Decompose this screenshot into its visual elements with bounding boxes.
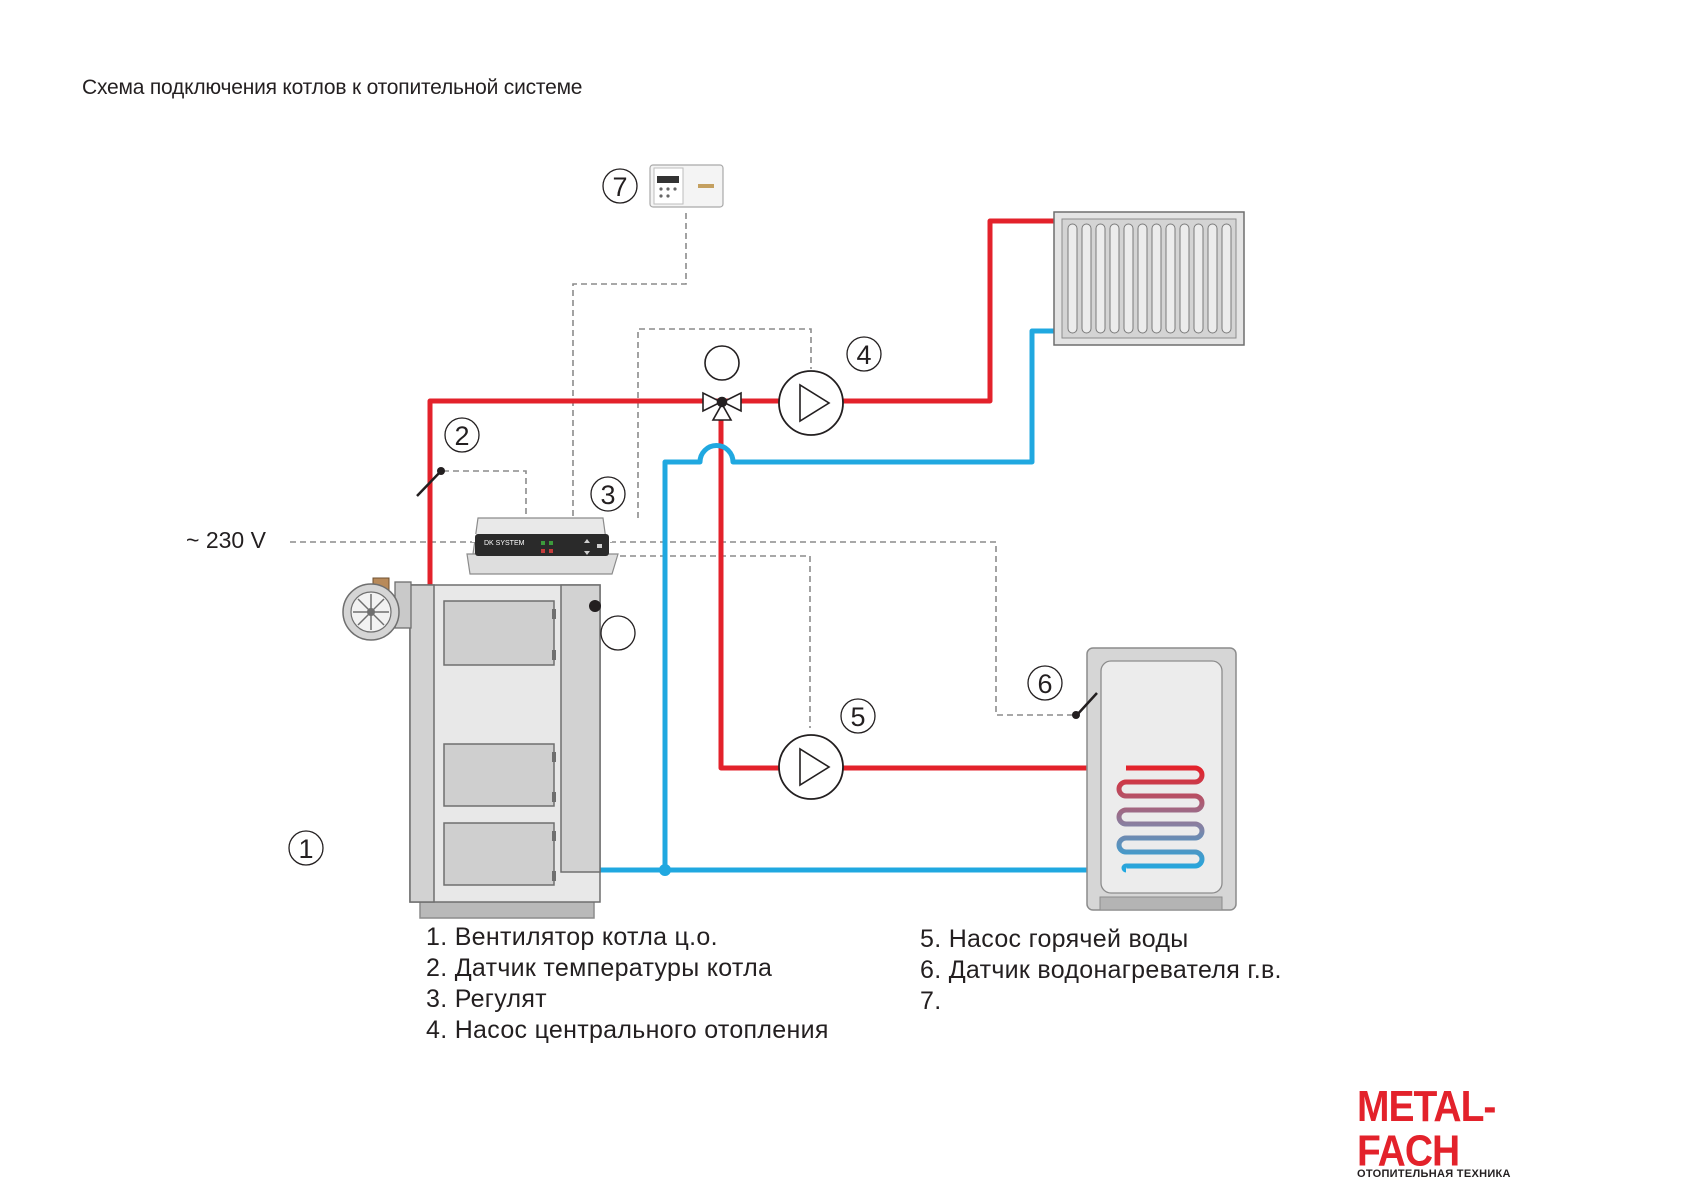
svg-text:4: 4 [856,340,871,370]
brand-logo: METAL-FACH ОТОПИТЕЛЬНАЯ ТЕХНИКА [1357,1082,1557,1180]
radiator [1053,211,1245,346]
boiler-door-middle [443,743,555,807]
legend-item-6: 6. Датчик водонагревателя г.в. [920,956,1282,984]
page-title: Схема подключения котлов к отопительной … [82,76,583,99]
thermostat-signal-line [572,213,687,518]
callout-5: 5 [840,698,876,734]
return-pipes [594,328,1136,873]
water-heater-tank [1086,647,1237,911]
callout-6: 6 [1027,665,1063,701]
fan-icon [342,577,412,641]
legend-item-2: 2. Датчик температуры котла [426,954,773,982]
boiler-door-top [443,600,555,666]
legend-item-3: 3. Регулят [426,985,547,1013]
tank-heating-coil [1116,765,1205,873]
logo-tagline: ОТОПИТЕЛЬНАЯ ТЕХНИКА [1357,1168,1511,1180]
power-line [290,541,1076,716]
callout-2: 2 [444,417,480,453]
legend-left: 1. Вентилятор котла ц.о. 2. Датчик темпе… [426,922,829,1046]
voltage-label: ~ 230 V [186,527,266,553]
return-junction [659,864,671,876]
controller-screen-label: DK SYSTEM [484,540,525,547]
legend-item-1: 1. Вентилятор котла ц.о. [426,923,718,951]
legend-item-4: 4. Насос центрального отопления [426,1016,829,1044]
legend-right: 5. Насос горячей воды 6. Датчик водонагр… [920,924,1282,1017]
dhw-pump-signal-line [610,555,811,728]
legend-item-7: 7. [920,987,942,1015]
boiler-door-bottom [443,822,555,886]
controller-unit [466,517,619,575]
legend-item-5: 5. Насос горячей воды [920,925,1189,953]
heating-pump-icon [778,370,844,436]
svg-text:7: 7 [612,172,627,202]
mixing-valve-icon [702,345,742,421]
svg-text:5: 5 [850,702,865,732]
signal-lines [290,213,1076,728]
supply-pipes [427,218,1136,771]
room-thermostat [649,164,724,208]
svg-text:2: 2 [454,421,469,451]
svg-text:1: 1 [298,834,313,864]
callout-1: 1 [288,830,324,866]
boiler-temp-sensor [416,467,445,497]
boiler-sensor-port [589,600,601,612]
svg-text:6: 6 [1037,669,1052,699]
boiler-supply-pipe [427,398,719,592]
valve-empty-callout [704,345,740,381]
dhw-pump-icon [778,734,844,800]
tank-temp-sensor [1072,692,1098,719]
dhw-supply-pipe [718,413,1136,771]
callout-4: 4 [846,336,882,372]
boiler-sensor-signal-line [443,470,527,518]
svg-text:3: 3 [600,480,615,510]
callout-3: 3 [590,476,626,512]
heating-return-pipe [662,328,1058,870]
boiler [409,584,636,919]
boiler-empty-callout [600,615,636,651]
valve-signal-line [637,328,812,518]
heating-supply-pipe [719,218,1058,404]
callout-7: 7 [602,168,638,204]
logo-name: METAL-FACH [1357,1082,1496,1176]
